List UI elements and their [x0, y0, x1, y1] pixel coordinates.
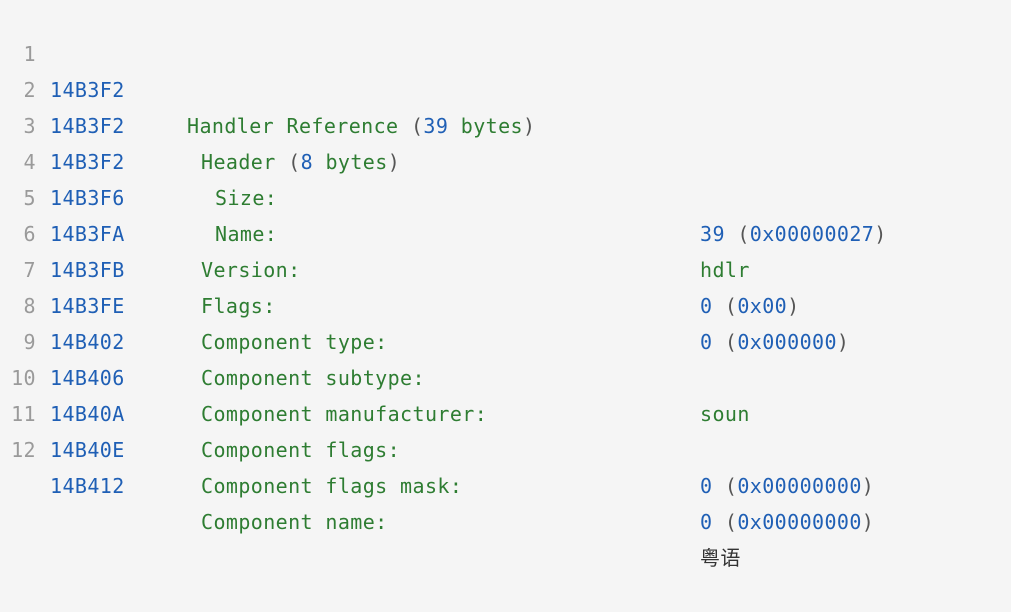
offset: 14B412	[50, 474, 125, 498]
paren-open: (	[410, 114, 424, 138]
line-number: 9	[23, 330, 36, 354]
paren-close: )	[387, 150, 401, 174]
paren-open: (	[724, 294, 738, 318]
offset: 14B40E	[50, 438, 125, 462]
line-number: 10	[11, 366, 36, 390]
field-value: 0 (0x00)	[700, 288, 800, 324]
byte-unit: bytes	[460, 114, 523, 138]
field-value-text: hdlr	[700, 258, 750, 282]
dump-row[interactable]: 2 14B3F2 Header (8 bytes)	[0, 36, 1011, 174]
field-label: Component flags:	[201, 438, 401, 462]
dump-row[interactable]: 7 14B3FE Component type:	[0, 216, 1011, 354]
paren-close: )	[861, 474, 875, 498]
dump-row[interactable]: 11 14B40E Component flags mask: 0 (0x000…	[0, 360, 1011, 534]
offset: 14B402	[50, 330, 125, 354]
byte-count: 8	[300, 150, 314, 174]
value-decimal: 39	[700, 222, 725, 246]
field-value: 0 (0x00000000)	[700, 468, 874, 504]
field-value: 0 (0x000000)	[700, 324, 849, 360]
line-number: 8	[23, 294, 36, 318]
field-value: 39 (0x00000027)	[700, 216, 887, 252]
offset: 14B40A	[50, 402, 125, 426]
header-title: Header (8 bytes)	[201, 144, 400, 180]
field-label: Size:	[215, 186, 278, 210]
paren-close: )	[522, 114, 536, 138]
field-value-text: soun	[700, 402, 750, 426]
value-decimal: 0	[700, 330, 713, 354]
dump-row[interactable]: 9 14B406 Component manufacturer:	[0, 288, 1011, 426]
paren-open: (	[724, 330, 738, 354]
line-number: 1	[23, 42, 36, 66]
field-label: Name:	[215, 222, 278, 246]
byte-count: 39	[423, 114, 449, 138]
value-hex: 0x00000000	[737, 510, 862, 534]
paren-close: )	[861, 510, 875, 534]
field-label: Component flags mask:	[201, 474, 463, 498]
value-hex: 0x00000027	[749, 222, 875, 246]
line-number: 4	[23, 150, 36, 174]
line-number: 6	[23, 222, 36, 246]
offset: 14B3F2	[50, 78, 125, 102]
offset: 14B3FB	[50, 258, 125, 282]
line-number: 3	[23, 114, 36, 138]
line-number: 5	[23, 186, 36, 210]
line-number: 2	[23, 78, 36, 102]
paren-open: (	[724, 474, 738, 498]
dump-row[interactable]: 1 14B3F2 Handler Reference (39 bytes)	[0, 0, 1011, 138]
paren-close: )	[874, 222, 887, 246]
atom-title: Handler Reference (39 bytes)	[187, 108, 535, 144]
field-label: Flags:	[201, 294, 276, 318]
field-value: 0 (0x00000000)	[700, 504, 874, 540]
offset: 14B3F2	[50, 114, 125, 138]
dump-row[interactable]: 12 14B412 Component name: 粤语	[0, 396, 1011, 570]
field-label: Component manufacturer:	[201, 402, 488, 426]
line-number: 11	[11, 402, 36, 426]
dump-row[interactable]: 6 14B3FB Flags: 0 (0x000000)	[0, 180, 1011, 354]
paren-open: (	[288, 150, 301, 174]
value-decimal: 0	[700, 294, 713, 318]
offset: 14B3FA	[50, 222, 125, 246]
paren-close: )	[836, 330, 850, 354]
paren-open: (	[737, 222, 750, 246]
field-label: Component type:	[201, 330, 388, 354]
line-number: 12	[11, 438, 36, 462]
dump-row[interactable]: 8 14B402 Component subtype: soun	[0, 252, 1011, 426]
atom-name: Handler Reference	[187, 114, 399, 138]
offset: 14B406	[50, 366, 125, 390]
paren-open: (	[724, 510, 738, 534]
field-label: Component subtype:	[201, 366, 425, 390]
line-number: 7	[23, 258, 36, 282]
value-hex: 0x00000000	[737, 474, 862, 498]
header-name: Header	[201, 150, 276, 174]
field-label: Component name:	[201, 510, 388, 534]
field-label: Version:	[201, 258, 301, 282]
byte-unit: bytes	[325, 150, 388, 174]
offset: 14B3FE	[50, 294, 125, 318]
value-decimal: 0	[700, 474, 713, 498]
dump-row[interactable]: 4 14B3F6 Name: hdlr	[0, 108, 1011, 282]
offset: 14B3F2	[50, 150, 125, 174]
dump-row[interactable]: 3 14B3F2 Size: 39 (0x00000027)	[0, 72, 1011, 246]
offset: 14B3F6	[50, 186, 125, 210]
atom-dump-viewer: 1 14B3F2 Handler Reference (39 bytes) 2 …	[0, 0, 1011, 570]
field-value-text: 粤语	[700, 546, 741, 570]
value-hex: 0x000000	[737, 330, 837, 354]
paren-close: )	[787, 294, 800, 318]
value-decimal: 0	[700, 510, 713, 534]
dump-row[interactable]: 5 14B3FA Version: 0 (0x00)	[0, 144, 1011, 318]
value-hex: 0x00	[737, 294, 788, 318]
dump-row[interactable]: 10 14B40A Component flags: 0 (0x00000000…	[0, 324, 1011, 498]
